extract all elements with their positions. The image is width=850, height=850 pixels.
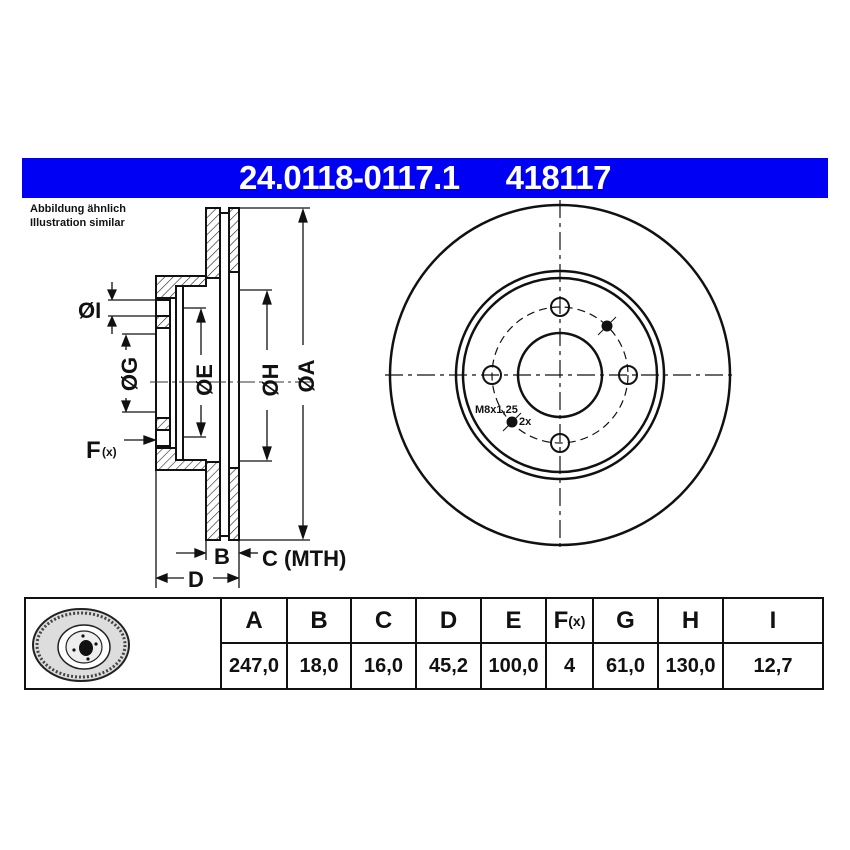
value-e: 100,0: [480, 644, 545, 688]
article-number: 24.0118-0117.1: [239, 159, 460, 196]
label-dia-h: ØH: [258, 364, 283, 397]
label-c-mth: C (MTH): [262, 546, 346, 571]
note-line-de: Abbildung ähnlich: [30, 203, 126, 215]
label-f: F: [86, 437, 101, 464]
dimension-table: A B C D E F(x) G H I 247,0 18,0 16,0 45,…: [24, 597, 824, 690]
label-f-sub: (x): [102, 445, 117, 459]
front-view: [385, 200, 735, 550]
value-c: 16,0: [350, 644, 415, 688]
technical-drawing: ØA ØH ØE ØG ØI F (x) B C (MTH) D M8x1,25…: [78, 200, 735, 592]
col-header-e: E: [480, 599, 545, 644]
col-header-h: H: [657, 599, 722, 644]
brake-disc-icon: [32, 608, 130, 682]
col-header-g: G: [592, 599, 657, 644]
disc-thumbnail: [26, 599, 222, 688]
col-header-a: A: [220, 599, 286, 644]
label-b: B: [214, 544, 230, 569]
thread-count: 2x: [519, 416, 532, 428]
note-line-en: Illustration similar: [30, 217, 125, 229]
title-banner: 24.0118-0117.1 418117: [22, 158, 828, 198]
value-i: 12,7: [722, 644, 822, 688]
value-h: 130,0: [657, 644, 722, 688]
label-dia-i: ØI: [78, 298, 101, 323]
reference-number: 418117: [505, 159, 612, 196]
value-a: 247,0: [220, 644, 286, 688]
value-b: 18,0: [286, 644, 350, 688]
col-header-f: F(x): [545, 599, 592, 644]
illustration-note: Abbildung ähnlich Illustration similar: [30, 202, 126, 230]
label-dia-e: ØE: [192, 364, 217, 396]
section-view: [155, 207, 240, 541]
value-f: 4: [545, 644, 592, 688]
col-header-f-letter: F: [553, 606, 569, 634]
label-d: D: [188, 567, 204, 592]
col-header-b: B: [286, 599, 350, 644]
col-header-f-sub: (x): [568, 612, 586, 629]
value-d: 45,2: [415, 644, 480, 688]
col-header-d: D: [415, 599, 480, 644]
label-dia-g: ØG: [117, 357, 142, 391]
col-header-c: C: [350, 599, 415, 644]
col-header-i: I: [722, 599, 822, 644]
value-g: 61,0: [592, 644, 657, 688]
thread-spec: M8x1,25: [475, 404, 518, 416]
label-dia-a: ØA: [294, 359, 319, 392]
